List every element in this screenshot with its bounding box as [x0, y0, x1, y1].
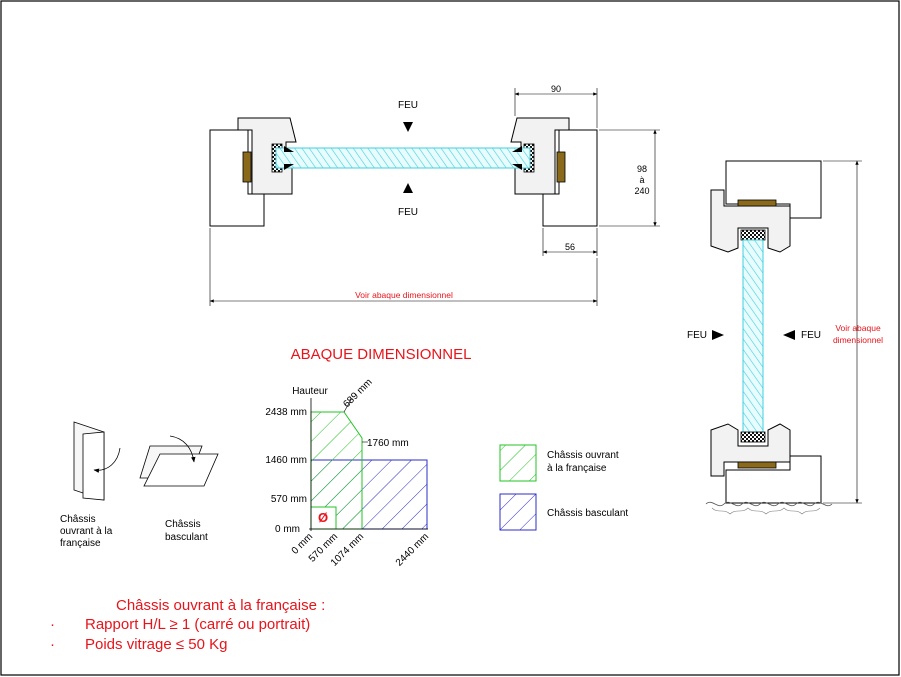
intumescent-seal-top	[737, 199, 777, 207]
abaque-legend: Châssis ouvrant à la française Châssis b…	[499, 444, 628, 531]
wall-right	[542, 129, 598, 227]
voir-abaque-height-2: dimensionnel	[833, 335, 883, 345]
icon-casement-window: Châssis ouvrant à la française	[60, 421, 121, 549]
dimension-240: 240	[634, 186, 649, 196]
horizontal-section: FEU FEU 90 98 à 240 56 Voir abaque dimen…	[209, 84, 660, 306]
bullet-2: ·	[50, 636, 55, 653]
y-tick-1460: 1460 mm	[265, 455, 307, 466]
notes-title: Châssis ouvrant à la française :	[116, 597, 325, 614]
frame-bottom	[710, 423, 791, 477]
feu-arrow-up	[403, 183, 413, 193]
feu-label-top: FEU	[398, 100, 418, 111]
icon-left-line2: ouvrant à la	[60, 526, 113, 537]
tilt-arrow-icon	[169, 435, 196, 463]
legend-blue: Châssis basculant	[547, 508, 628, 519]
note-weight: Poids vitrage ≤ 50 Kg	[85, 636, 227, 653]
ground-line	[705, 501, 833, 507]
intumescent-seal-bottom	[737, 461, 777, 469]
frame-top	[710, 189, 791, 253]
abaque-chart: Hauteur 2438 mm 1460 mm 570 mm 0 mm 0 mm…	[265, 377, 431, 569]
glass-pane-horizontal	[275, 147, 531, 169]
diameter-symbol: Ø	[318, 510, 328, 525]
feu-arrow-down	[403, 122, 413, 132]
icon-left-line1: Châssis	[60, 514, 96, 525]
label-1760: 1760 mm	[367, 438, 409, 449]
abaque-title: ABAQUE DIMENSIONNEL	[291, 346, 472, 363]
vertical-section: FEU FEU Voir abaque dimensionnel	[687, 160, 883, 515]
feu-label-bottom: FEU	[398, 207, 418, 218]
intumescent-seal-right	[556, 151, 566, 183]
icon-left-line3: française	[60, 538, 101, 549]
feu-arrow-right	[712, 330, 724, 340]
dimension-98: 98	[637, 164, 647, 174]
icon-tilt-window: Châssis basculant	[139, 435, 219, 543]
legend-green-line1: Châssis ouvrant	[547, 450, 619, 461]
feu-label-right: FEU	[801, 330, 821, 341]
feu-label-left: FEU	[687, 330, 707, 341]
x-tick-2440: 2440 mm	[394, 531, 431, 568]
dimension-a: à	[639, 175, 644, 185]
intumescent-seal-left	[242, 151, 252, 183]
opening-arrow-icon	[93, 447, 121, 473]
glass-pane-vertical	[742, 239, 764, 437]
voir-abaque-width: Voir abaque dimensionnel	[355, 290, 453, 300]
notes: Châssis ouvrant à la française : · Rappo…	[50, 597, 325, 653]
y-tick-0: 0 mm	[275, 524, 300, 535]
icon-right-line1: Châssis	[165, 519, 201, 530]
y-tick-570: 570 mm	[271, 494, 307, 505]
dimension-56: 56	[565, 242, 575, 252]
legend-green-line2: à la française	[547, 463, 607, 474]
glazing-bead-bottom	[740, 431, 766, 443]
feu-arrow-left	[783, 330, 795, 340]
note-ratio: Rapport H/L ≥ 1 (carré ou portrait)	[85, 616, 310, 633]
label-689: 689 mm	[341, 377, 374, 410]
y-tick-2438: 2438 mm	[265, 407, 307, 418]
voir-abaque-height-1: Voir abaque	[835, 323, 881, 333]
y-axis-title: Hauteur	[292, 386, 328, 397]
icon-right-line2: basculant	[165, 532, 208, 543]
legend-swatch-green	[499, 444, 537, 482]
legend-swatch-blue	[499, 493, 537, 531]
bullet-1: ·	[50, 616, 55, 633]
dimension-90: 90	[551, 84, 561, 94]
glazing-bead-top	[740, 229, 766, 241]
